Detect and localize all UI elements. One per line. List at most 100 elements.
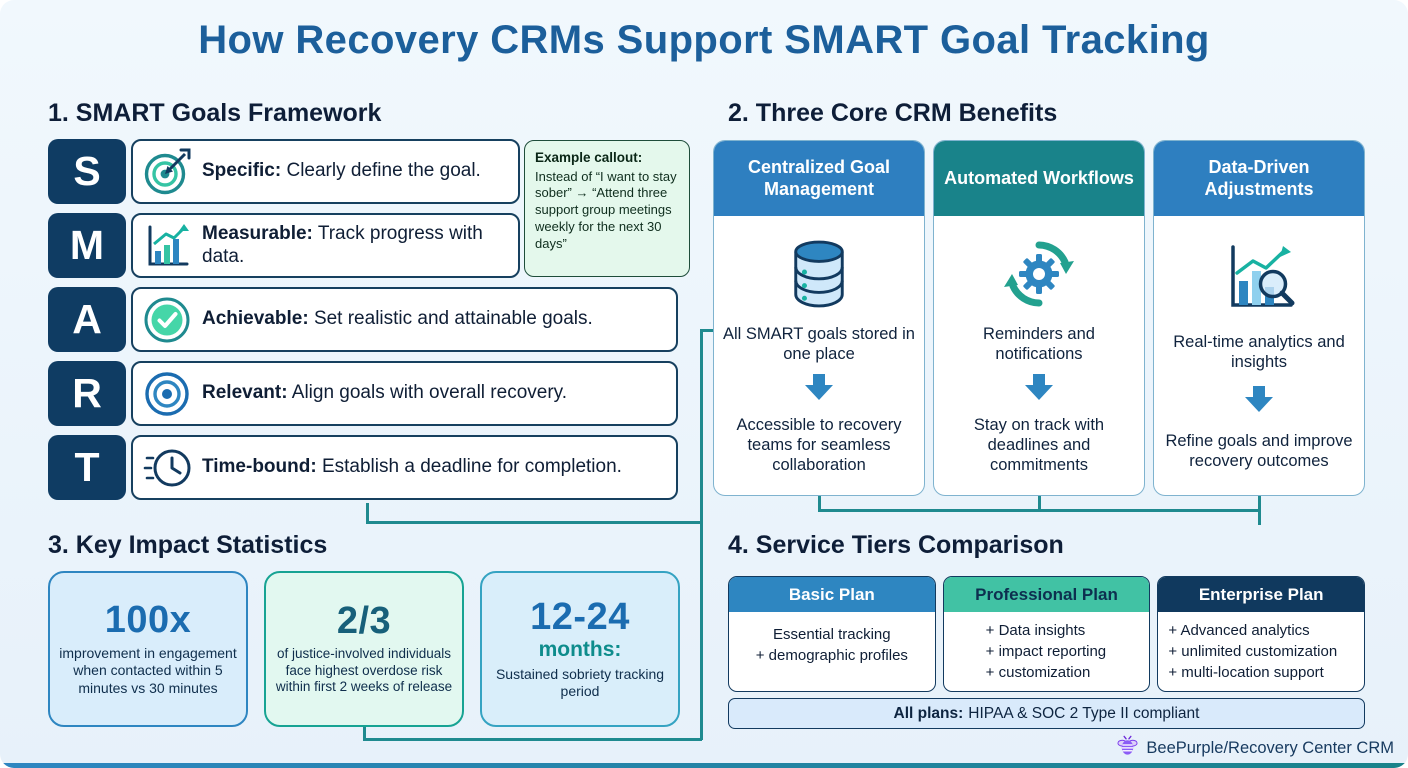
connector-line [818, 509, 1260, 512]
connector-line [366, 503, 369, 523]
tier-features: + Data insights + impact reporting + cus… [944, 612, 1150, 691]
benefit-card-automated: Automated Workflows [933, 140, 1145, 496]
smart-row-text: Specific: Clearly define the goal. [202, 160, 481, 182]
smart-row-box: Time-bound: Establish a deadline for com… [131, 435, 678, 500]
stat-desc: Sustained sobriety tracking period [495, 665, 665, 699]
smart-row-specific: S Specific: Clearly define the goal. [48, 139, 520, 204]
tier-feature: + multi-location support [1168, 664, 1324, 681]
benefit-top-text: All SMART goals stored in one place [723, 324, 915, 363]
target-icon [143, 370, 191, 418]
tier-basic: Basic Plan Essential tracking + demograp… [728, 576, 936, 692]
smart-row-text: Time-bound: Establish a deadline for com… [202, 456, 622, 478]
stat-value: 2/3 [336, 599, 392, 642]
smart-term: Time-bound: [202, 456, 317, 478]
tier-features: Essential tracking + demographic profile… [729, 612, 935, 688]
compliance-text: HIPAA & SOC 2 Type II compliant [968, 704, 1200, 722]
smart-letter-m: M [48, 213, 126, 278]
stat-value: 12-24 [530, 595, 630, 638]
smart-letter-a: A [48, 287, 126, 352]
benefit-bottom-text: Stay on track with deadlines and commitm… [973, 415, 1105, 474]
smart-row-box: Measurable: Track progress with data. [131, 213, 520, 278]
check-circle-icon [143, 296, 191, 344]
tier-feature: + demographic profiles [755, 647, 908, 664]
benefit-card-title: Data-Driven Adjustments [1154, 141, 1364, 216]
tier-feature: Essential tracking [773, 626, 891, 643]
smart-letter-t: T [48, 435, 126, 500]
clock-icon [143, 444, 191, 492]
benefits-cards: Centralized Goal Management All SMART go… [713, 140, 1365, 496]
smart-row-box: Relevant: Align goals with overall recov… [131, 361, 678, 426]
stat-card-sobriety-period: 12-24 months: Sustained sobriety trackin… [480, 571, 680, 727]
connector-line [1038, 496, 1041, 511]
smart-desc: Establish a deadline for completion. [321, 456, 622, 478]
stats-cards: 100x improvement in engagement when cont… [48, 571, 680, 727]
connector-line [366, 521, 702, 524]
tier-feature: + Advanced analytics [1168, 622, 1310, 639]
smart-row-text: Measurable: Track progress with data. [202, 223, 508, 268]
smart-row-relevant: R Relevant: Align goals with overall rec… [48, 361, 678, 426]
benefit-bottom-text: Accessible to recovery teams for seamles… [736, 415, 902, 474]
stat-card-engagement: 100x improvement in engagement when cont… [48, 571, 248, 727]
bottom-accent-bar [0, 763, 1408, 768]
smart-row-timebound: T Time-bound: Establish a deadline for c… [48, 435, 678, 500]
smart-desc: Clearly define the goal. [286, 160, 481, 182]
tier-feature: + unlimited customization [1168, 643, 1338, 660]
tier-feature: + Data insights [985, 622, 1086, 639]
brand-footer: BeePurple/Recovery Center CRM [1116, 734, 1394, 762]
arrow-down-icon [804, 373, 834, 405]
benefit-card-centralized: Centralized Goal Management All SMART go… [713, 140, 925, 496]
benefit-card-body: All SMART goals stored in one place Acce… [714, 216, 924, 495]
connector-line [1258, 496, 1261, 511]
arrow-down-icon [1024, 373, 1054, 405]
smart-term: Relevant: [202, 382, 288, 404]
stat-subvalue: months: [538, 637, 622, 661]
service-tiers: Basic Plan Essential tracking + demograp… [728, 576, 1366, 729]
tier-enterprise: Enterprise Plan + Advanced analytics + u… [1157, 576, 1366, 692]
benefit-top-text: Reminders and notifications [983, 324, 1095, 363]
connector-line [1258, 509, 1261, 525]
stat-desc: of justice-involved individuals face hig… [275, 645, 453, 695]
smart-row-text: Achievable: Set realistic and attainable… [202, 308, 593, 330]
smart-term: Achievable: [202, 308, 309, 330]
tier-feature: + impact reporting [985, 643, 1107, 660]
benefit-card-data-driven: Data-Driven Adjustments Real-time analyt… [1153, 140, 1365, 496]
benefit-card-title: Centralized Goal Management [714, 141, 924, 216]
stat-value: 100x [104, 599, 192, 642]
smart-framework: S Specific: Clearly define the goal. [48, 139, 678, 509]
benefit-bottom-text: Refine goals and improve recovery outcom… [1165, 431, 1353, 470]
tiers-section-heading: 4. Service Tiers Comparison [728, 531, 1064, 559]
smart-term: Specific: [202, 160, 282, 182]
example-callout: Example callout: Instead of “I want to s… [524, 140, 690, 277]
benefit-card-body: Reminders and notifications Stay on trac… [934, 216, 1144, 495]
callout-title: Example callout: [535, 150, 643, 165]
smart-row-text: Relevant: Align goals with overall recov… [202, 382, 567, 404]
tier-feature: + customization [985, 664, 1091, 681]
database-icon [788, 234, 850, 314]
connector-line [363, 727, 366, 740]
smart-row-box: Specific: Clearly define the goal. [131, 139, 520, 204]
tier-features: + Advanced analytics + unlimited customi… [1158, 612, 1364, 691]
connector-line [702, 329, 713, 332]
gear-cycle-icon [1002, 234, 1076, 314]
smart-row-achievable: A Achievable: Set realistic and attainab… [48, 287, 678, 352]
smart-term: Measurable: [202, 223, 313, 245]
connector-line [700, 329, 703, 740]
smart-desc: Set realistic and attainable goals. [313, 308, 593, 330]
arrow-down-icon [1244, 385, 1274, 417]
connector-line [363, 738, 702, 741]
smart-section-heading: 1. SMART Goals Framework [48, 99, 382, 127]
benefit-top-text: Real-time analytics and insights [1173, 332, 1345, 371]
page-title: How Recovery CRMs Support SMART Goal Tra… [198, 18, 1210, 62]
compliance-label: All plans: [893, 704, 964, 722]
tiers-compliance-note: All plans: HIPAA & SOC 2 Type II complia… [728, 698, 1365, 729]
smart-desc: Track progress with data. [202, 223, 483, 267]
chart-magnifier-icon [1221, 238, 1297, 318]
tier-columns: Basic Plan Essential tracking + demograp… [728, 576, 1366, 692]
stat-card-overdose-risk: 2/3 of justice-involved individuals face… [264, 571, 464, 727]
smart-letter-r: R [48, 361, 126, 426]
brand-label: BeePurple/Recovery Center CRM [1146, 738, 1394, 757]
tier-title: Enterprise Plan [1158, 577, 1365, 612]
benefit-card-body: Real-time analytics and insights Refine … [1154, 216, 1364, 495]
smart-desc: Align goals with overall recovery. [291, 382, 568, 404]
